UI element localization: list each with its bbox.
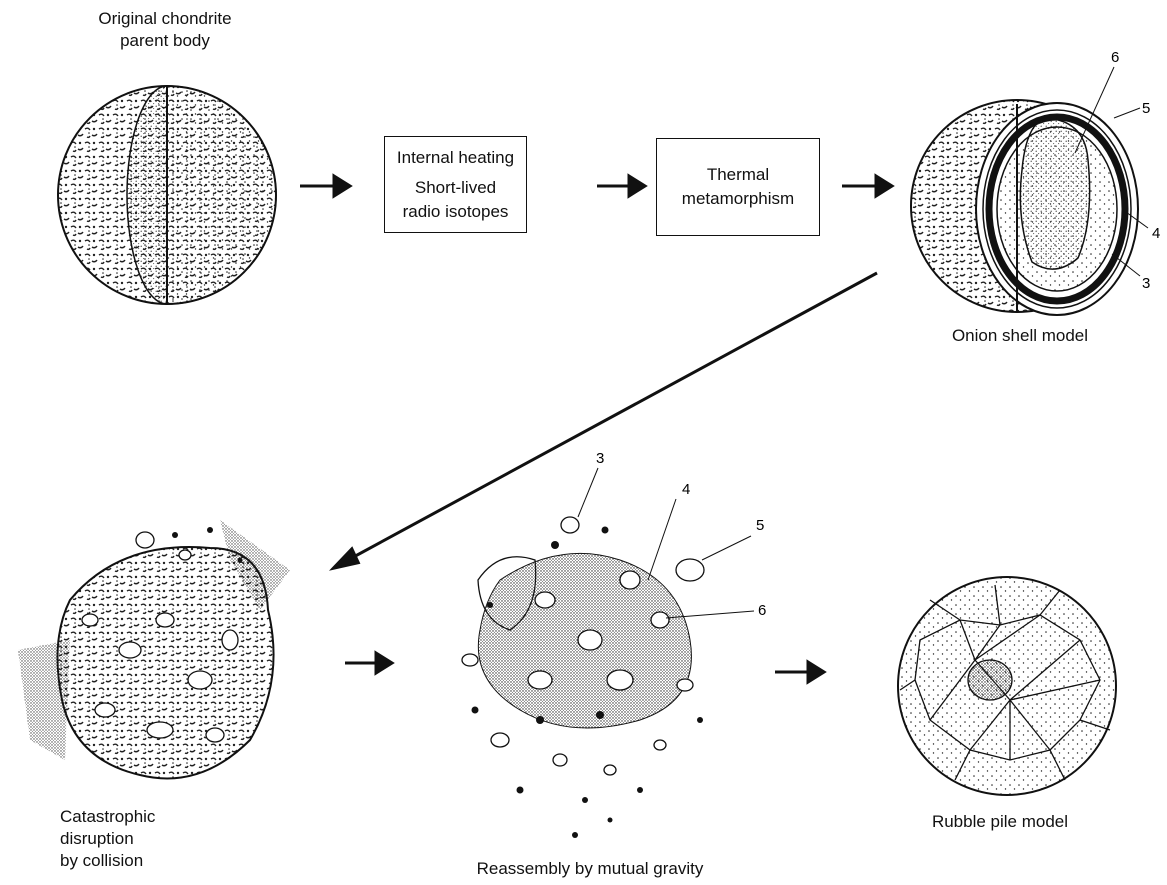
- arrow-right-icon: [345, 653, 392, 673]
- arrow-right-icon: [597, 176, 645, 196]
- original-body-label: Original chondrite parent body: [55, 8, 275, 52]
- onion-layer-3: 3: [1142, 275, 1150, 292]
- rubble-layer-6: 6: [758, 602, 766, 619]
- arrow-right-icon: [775, 662, 824, 682]
- onion-shell-body-icon: [911, 67, 1148, 315]
- onion-shell-label: Onion shell model: [900, 325, 1140, 347]
- rubble-pile-body-icon: [898, 577, 1116, 795]
- original-parent-body-icon: [58, 86, 276, 304]
- onion-layer-5: 5: [1142, 100, 1150, 117]
- catastrophic-disruption-icon: [18, 520, 290, 778]
- arrow-right-icon: [300, 176, 350, 196]
- rubble-layer-5: 5: [756, 517, 764, 534]
- arrow-right-icon: [842, 176, 892, 196]
- thermal-metamorphism-box: Thermal metamorphism: [656, 138, 820, 236]
- rubble-layer-4: 4: [682, 481, 690, 498]
- reassembly-label: Reassembly by mutual gravity: [420, 858, 760, 880]
- catastrophic-label: Catastrophic disruption by collision: [60, 806, 180, 872]
- internal-heating-box: Internal heating Short-lived radio isoto…: [384, 136, 527, 233]
- rubble-pile-label: Rubble pile model: [880, 811, 1120, 833]
- onion-layer-4: 4: [1152, 225, 1160, 242]
- reassembly-cluster-icon: [462, 468, 754, 838]
- onion-layer-6: 6: [1111, 49, 1119, 66]
- diagonal-arrow-icon: [332, 273, 877, 569]
- rubble-layer-3: 3: [596, 450, 604, 467]
